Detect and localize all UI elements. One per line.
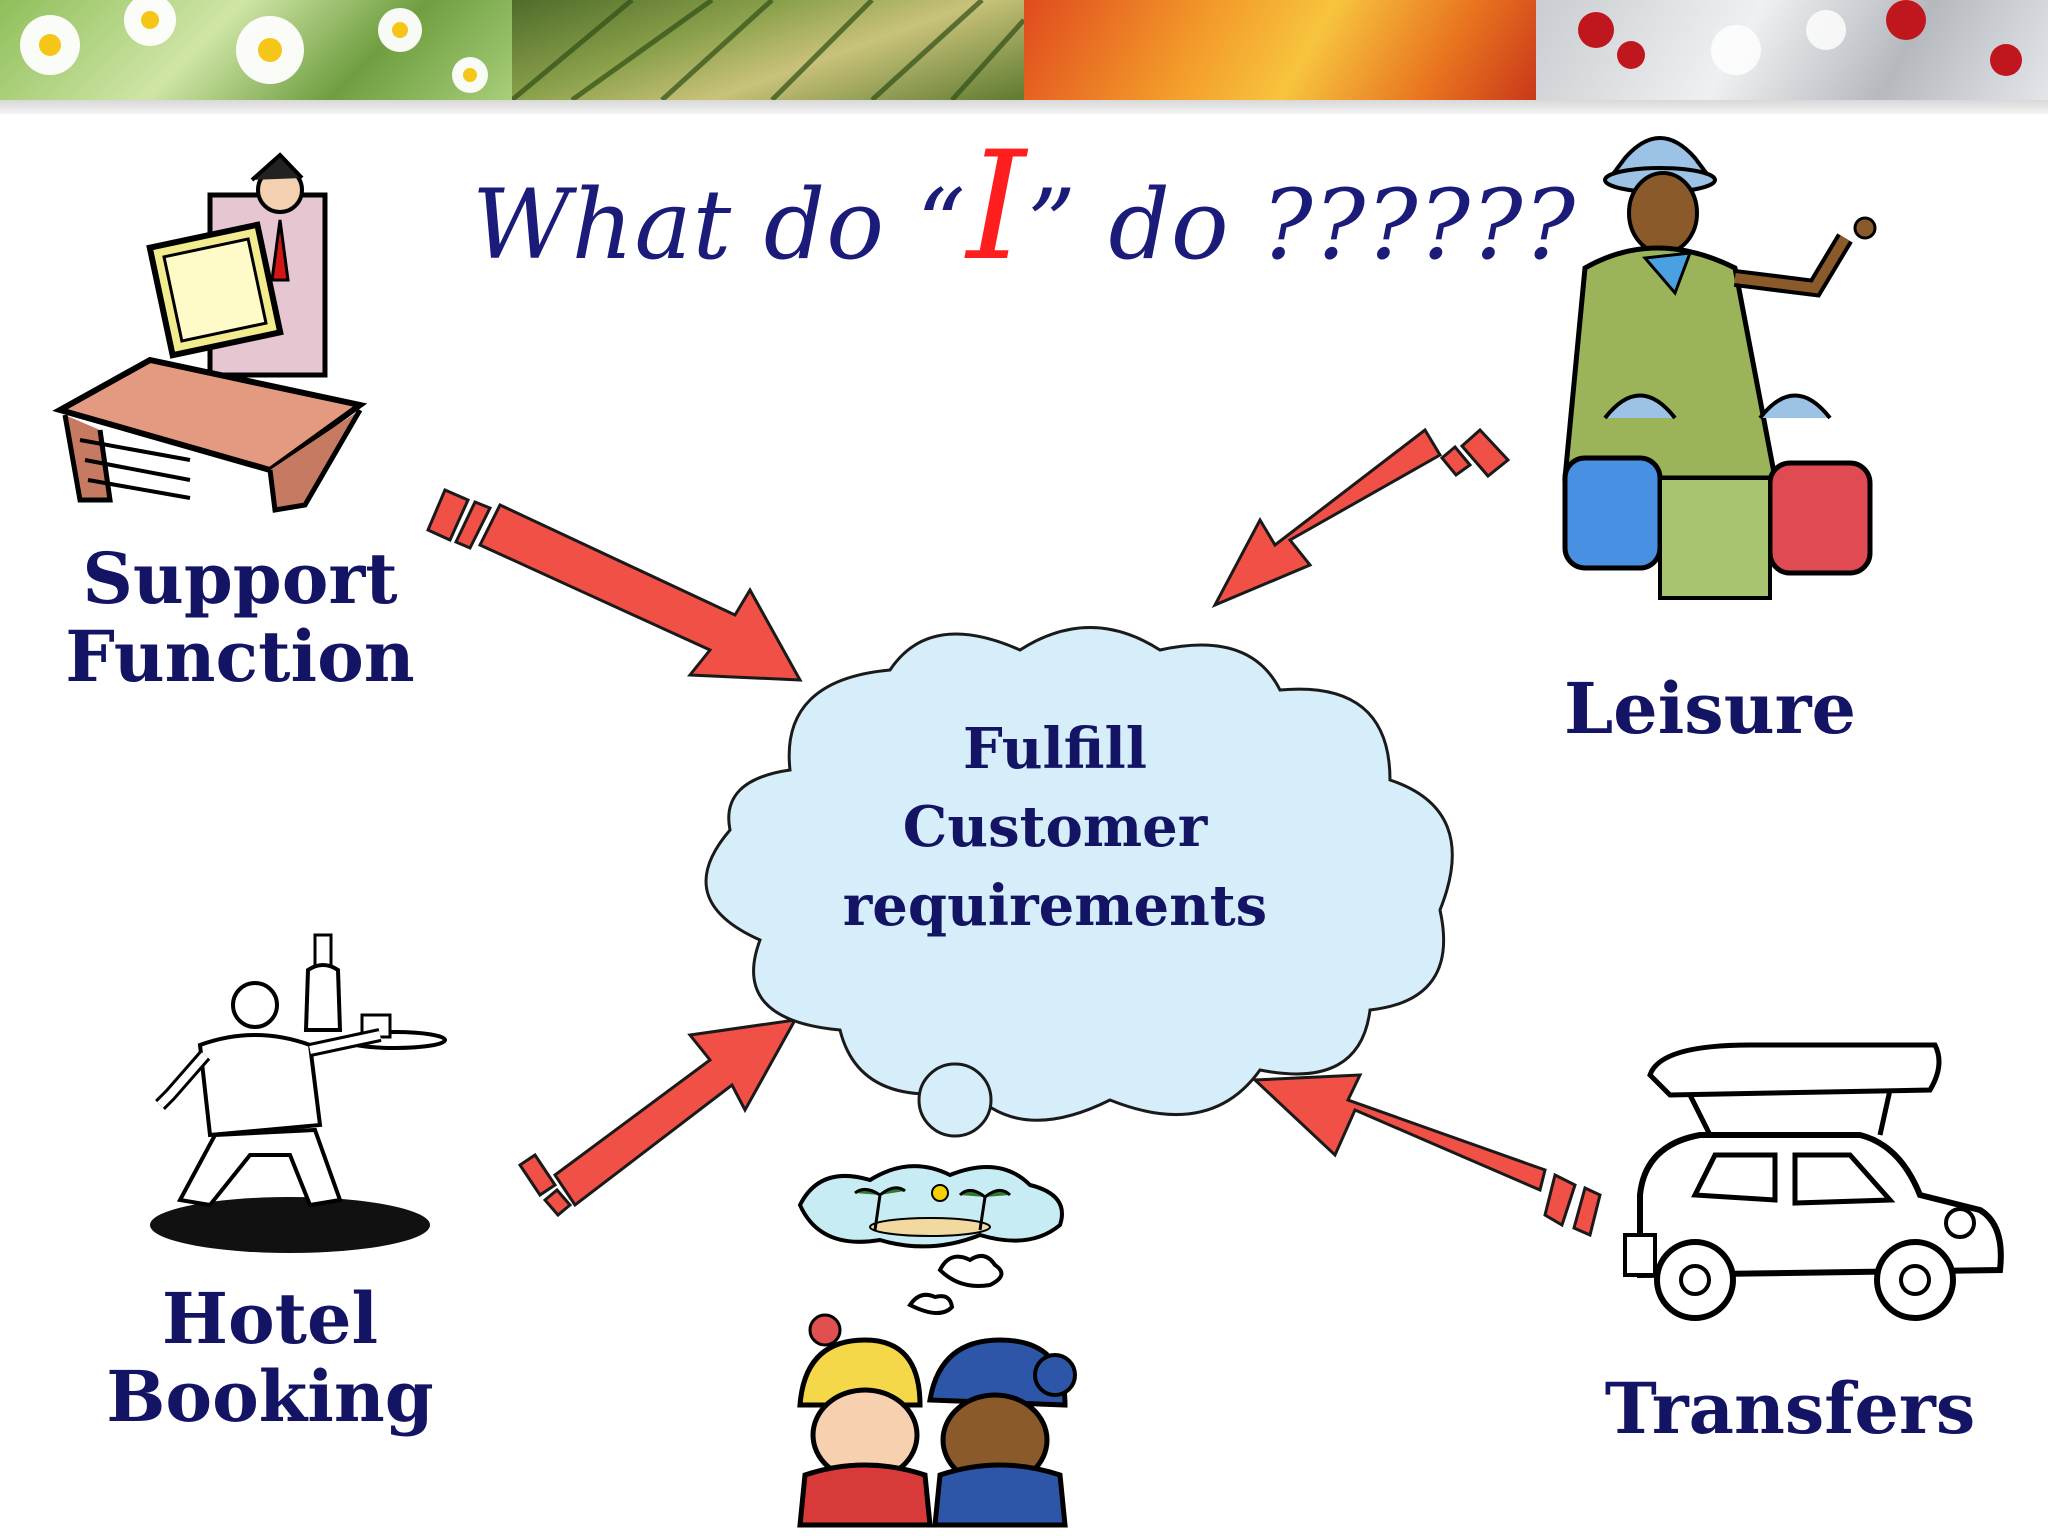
title-suffix: ” do ?????? xyxy=(1026,169,1577,281)
waiter-with-tray-icon xyxy=(150,933,447,1253)
transfers-label: Transfers xyxy=(1604,1367,1976,1450)
tour-guide-with-kids-icon xyxy=(1562,136,1877,600)
banner-divider xyxy=(0,100,2048,114)
slide-title: What do “I” do ?????? xyxy=(0,120,2048,294)
arrow-from-transfers-icon xyxy=(1251,1073,1602,1238)
arrow-from-leisure-icon xyxy=(1211,427,1511,609)
palm-leaves-photo xyxy=(512,0,1024,100)
autumn-leaves-photo xyxy=(1024,0,1536,100)
office-worker-at-desk-icon xyxy=(52,152,368,513)
title-prefix: What do “ xyxy=(471,169,967,281)
arrow-from-hotel-icon xyxy=(517,1018,798,1218)
couple-dreaming-of-beach-icon xyxy=(797,1164,1077,1528)
thought-cloud xyxy=(704,626,1454,1122)
arrow-from-support-icon xyxy=(426,488,803,682)
hotel-booking-label: Hotel Booking xyxy=(106,1277,434,1439)
support-function-label: Support Function xyxy=(65,537,415,699)
car-with-boat-icon xyxy=(1623,1042,2004,1321)
leisure-label: Leisure xyxy=(1563,667,1857,750)
thought-bubbles xyxy=(917,1062,993,1138)
daisy-flowers-photo xyxy=(0,0,512,100)
fulfill-customer-requirements-label: Fulfill Customer requirements xyxy=(842,716,1268,939)
title-highlight: I xyxy=(966,120,1027,294)
winter-berries-photo xyxy=(1536,0,2048,100)
seasonal-banner xyxy=(0,0,2048,100)
